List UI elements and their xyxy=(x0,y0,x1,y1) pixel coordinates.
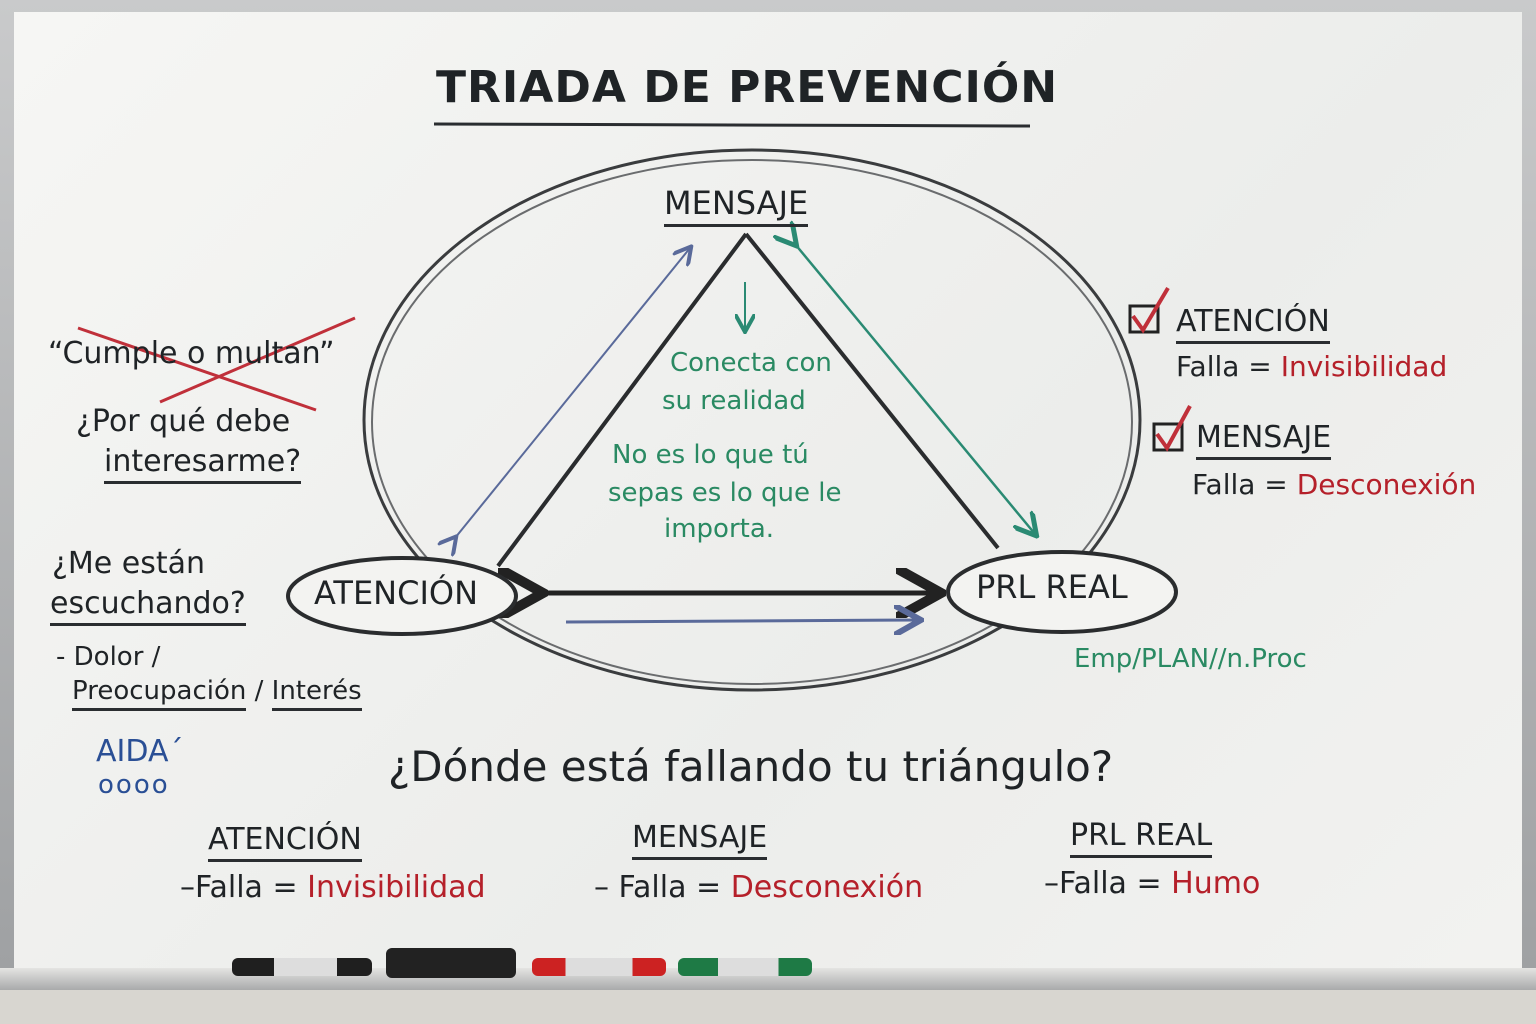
failure-prefix: Falla = xyxy=(1176,350,1272,383)
green-marker[interactable] xyxy=(678,958,812,976)
outer-circle-inner xyxy=(371,159,1133,685)
failure-value: Desconexión xyxy=(1296,468,1477,501)
node-mensaje: MENSAJE xyxy=(664,184,809,227)
failure-prefix: Falla = xyxy=(1192,468,1288,501)
main-question: ¿Dónde está fallando tu triángulo? xyxy=(388,742,1114,791)
arrow-left-blue xyxy=(455,248,690,538)
question-2-line2: escuchando? xyxy=(50,586,246,626)
bottom-label-mensaje: MENSAJE xyxy=(632,820,768,860)
center-text-4: sepas es lo que le xyxy=(608,478,842,508)
title-underline xyxy=(433,122,1031,128)
aida-dots: oooo xyxy=(98,770,170,800)
node-atencion: ATENCIÓN xyxy=(314,574,479,612)
check-failure-mensaje: Falla = Desconexión xyxy=(1192,468,1476,501)
failure-prefix: –Falla = xyxy=(1044,866,1162,901)
center-text-3: No es lo que tú xyxy=(612,440,809,470)
bottom-failure-prl: –Falla = Humo xyxy=(1044,866,1260,901)
check-mensaje-icon xyxy=(1155,405,1192,452)
list-separator: / xyxy=(254,676,264,706)
bottom-failure-atencion: –Falla = Invisibilidad xyxy=(180,870,486,905)
crossed-quote: “Cumple o multan” xyxy=(48,336,335,371)
red-marker[interactable] xyxy=(532,958,666,976)
check-atencion-icon xyxy=(1131,286,1170,334)
center-text-2: su realidad xyxy=(662,386,806,416)
list-dolor: - Dolor / xyxy=(56,642,161,672)
failure-value: Invisibilidad xyxy=(307,870,486,905)
outer-circle xyxy=(362,148,1142,692)
prl-note: Emp/PLAN//n.Proc xyxy=(1074,644,1307,674)
bottom-label-atencion: ATENCIÓN xyxy=(208,822,362,862)
question-1-line1: ¿Por qué debe xyxy=(76,404,291,439)
check-label-mensaje: MENSAJE xyxy=(1196,420,1332,460)
list-preocupacion: Preocupación xyxy=(72,676,247,711)
list-line-2: Preocupación / Interés xyxy=(72,676,362,711)
aida-label: AIDA´ xyxy=(96,734,184,769)
arrow-right-green xyxy=(795,244,1035,534)
bottom-failure-mensaje: – Falla = Desconexión xyxy=(594,870,923,905)
failure-value: Invisibilidad xyxy=(1280,350,1448,383)
check-failure-atencion: Falla = Invisibilidad xyxy=(1176,350,1447,383)
list-interes: Interés xyxy=(271,676,362,711)
page-title: TRIADA DE PREVENCIÓN xyxy=(436,62,1059,113)
center-text-1: Conecta con xyxy=(670,348,832,378)
crossout-1 xyxy=(77,326,317,412)
node-prl-real: PRL REAL xyxy=(976,568,1128,606)
failure-prefix: –Falla = xyxy=(180,870,298,905)
black-marker[interactable] xyxy=(232,958,372,976)
question-1-line2: interesarme? xyxy=(104,444,302,484)
failure-value: Humo xyxy=(1171,866,1261,901)
atencion-node xyxy=(286,556,518,636)
check-label-atencion: ATENCIÓN xyxy=(1176,304,1330,344)
prl-node xyxy=(946,550,1178,634)
marker-tray xyxy=(0,968,1536,990)
eraser[interactable] xyxy=(386,948,516,978)
question-2-line1: ¿Me están xyxy=(52,546,206,581)
arrow-bottom-blue xyxy=(565,620,918,622)
crossout-2 xyxy=(159,316,356,404)
failure-value: Desconexión xyxy=(730,870,924,905)
failure-prefix: – Falla = xyxy=(594,870,722,905)
whiteboard-surface xyxy=(14,12,1522,974)
bottom-label-prl: PRL REAL xyxy=(1070,818,1213,858)
center-text-5: importa. xyxy=(664,514,775,544)
